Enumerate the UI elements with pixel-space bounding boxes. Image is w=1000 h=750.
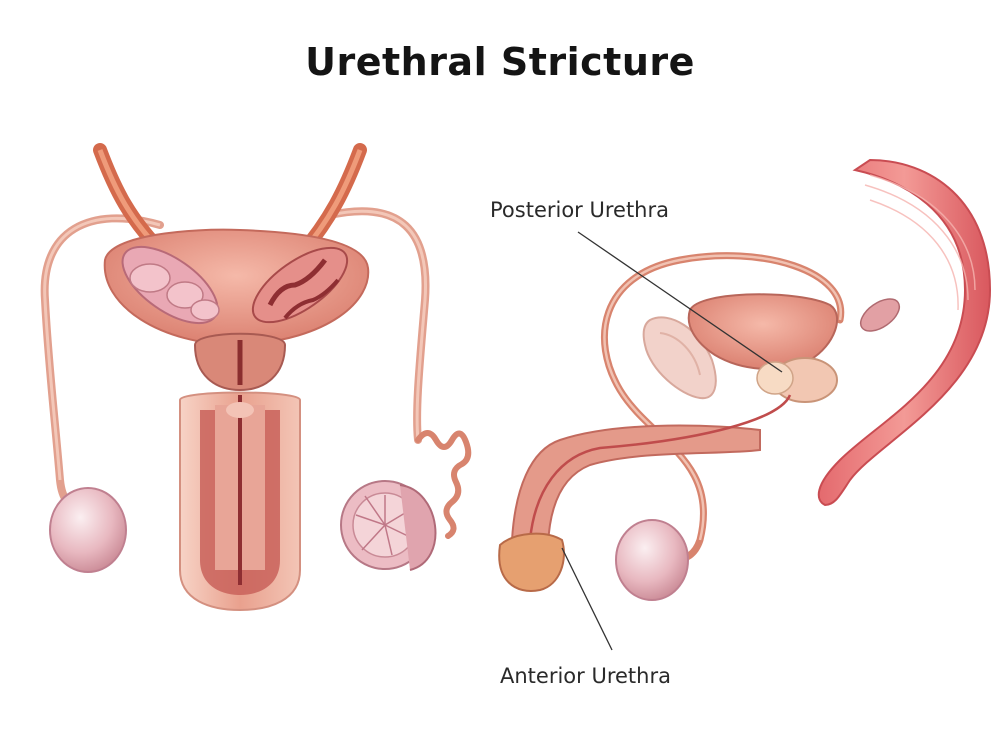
posterior-leader-line bbox=[577, 231, 783, 373]
posterior-urethra-label: Posterior Urethra bbox=[490, 198, 669, 222]
diagram-title: Urethral Stricture bbox=[305, 40, 695, 84]
glans bbox=[498, 532, 565, 592]
side-urethra bbox=[528, 394, 792, 541]
left-testis bbox=[49, 487, 127, 573]
testis-side bbox=[615, 519, 689, 601]
rectum bbox=[817, 158, 992, 507]
front-view-anatomy bbox=[40, 143, 472, 612]
coiled-duct bbox=[415, 430, 472, 539]
bladder-side bbox=[687, 293, 839, 370]
anterior-urethra-label: Anterior Urethra bbox=[500, 664, 671, 688]
side-view-anatomy bbox=[498, 158, 992, 601]
anterior-leader-line bbox=[561, 547, 613, 651]
